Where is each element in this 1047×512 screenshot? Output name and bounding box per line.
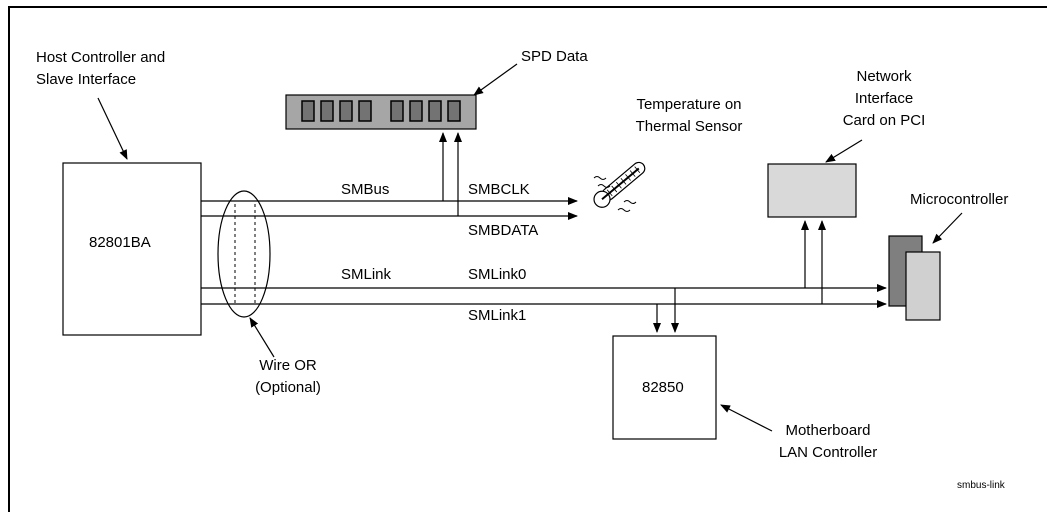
- chip-82850-box: [612, 335, 717, 440]
- smbclk-label: SMBCLK: [468, 181, 530, 198]
- chip-82850-label: 82850: [642, 379, 684, 396]
- figure-tag: smbus-link: [957, 480, 1005, 491]
- nic-callout-arrow: [825, 139, 863, 163]
- wire-or-ellipse: [217, 190, 271, 318]
- heat-wave-marks: [593, 176, 637, 212]
- lan-callout-arrow: [720, 404, 773, 432]
- smlink-label: SMLink: [341, 266, 392, 283]
- spd-data-label: SPD Data: [521, 48, 588, 65]
- temperature-label: Temperature on Thermal Sensor: [635, 96, 743, 135]
- micro-callout-arrow: [932, 212, 963, 244]
- nic-box: [767, 163, 857, 218]
- host-callout-arrow: [97, 97, 128, 160]
- thermometer-icon: [593, 161, 646, 208]
- smbus-label: SMBus: [341, 181, 390, 198]
- chip-82801ba-label: 82801BA: [89, 234, 151, 251]
- smbdata-label: SMBDATA: [468, 222, 539, 239]
- spd-callout-arrow: [473, 63, 518, 96]
- wireor-callout-arrow: [249, 317, 275, 358]
- chip-82801ba-box: [62, 162, 202, 336]
- network-card-label: Network Interface Card on PCI: [842, 68, 926, 129]
- wire-or-label: Wire OR (Optional): [255, 357, 321, 396]
- smlink0-label: SMLink0: [468, 266, 527, 283]
- host-controller-label: Host Controller and Slave Interface: [36, 49, 166, 88]
- microcontroller-label: Microcontroller: [910, 191, 1009, 208]
- diagram-frame: [8, 6, 1047, 512]
- microcontroller-block: [888, 235, 941, 321]
- spd-module: [285, 94, 477, 130]
- smlink1-label: SMLink1: [468, 307, 527, 324]
- motherboard-lan-label: Motherboard LAN Controller: [778, 422, 878, 461]
